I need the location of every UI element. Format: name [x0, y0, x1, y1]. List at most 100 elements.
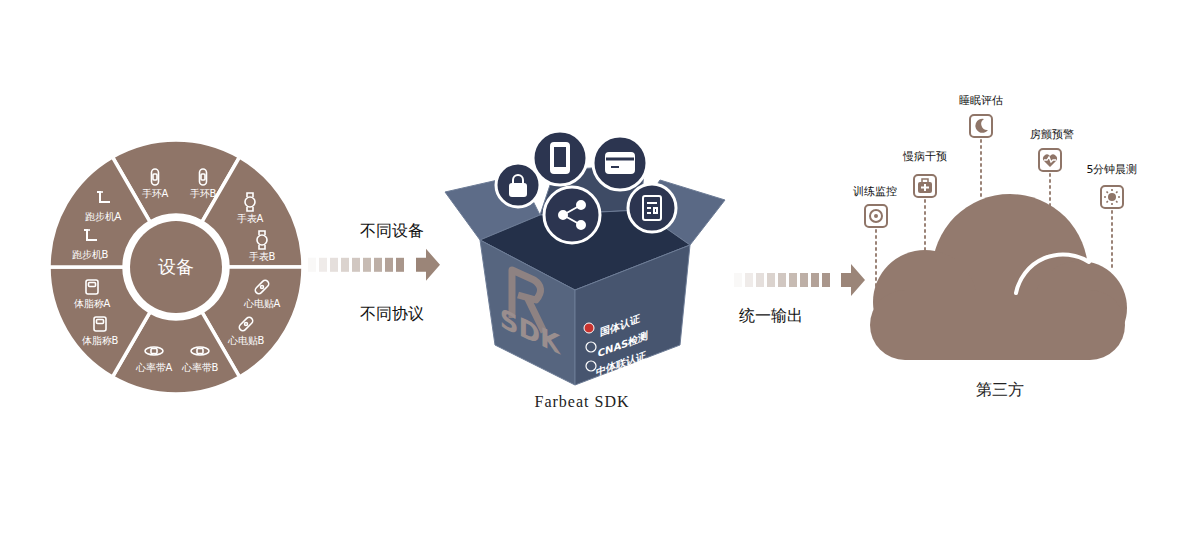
leader-line [875, 230, 877, 292]
pulse-glyph [1044, 157, 1056, 162]
arrow-dash [319, 258, 327, 272]
case-glyph [922, 179, 928, 183]
free-label: 5分钟晨测 [1087, 163, 1138, 176]
icon-glyph [606, 153, 634, 173]
scale-icon [94, 317, 106, 331]
cloud-shape [870, 194, 1127, 360]
cloud-drawing [865, 190, 1130, 405]
arrow-dash [385, 258, 393, 272]
scale-icon [86, 280, 98, 294]
cert-logo [586, 361, 596, 371]
node-text: Farbeat SDK [535, 392, 630, 411]
center-circle [130, 221, 222, 313]
arrow-dash [767, 273, 775, 287]
third-party-cloud: 第三方 [865, 190, 1130, 405]
arrow-dash [745, 273, 753, 287]
free-label: 不同协议 [360, 304, 424, 323]
center-ring [124, 215, 228, 319]
tread-icon [84, 230, 97, 240]
icon-frame [970, 115, 992, 137]
cloud-highlight [1016, 254, 1089, 293]
strap-icon [151, 349, 157, 354]
feature-icon [593, 136, 647, 190]
icon-glyph [554, 147, 566, 167]
scale-icon [89, 283, 96, 287]
icon-glyph [563, 205, 581, 225]
node-text: 跑步机A [85, 211, 122, 223]
node-text: 第三方 [976, 380, 1024, 399]
icon-glyph [647, 203, 657, 213]
feature-icon [544, 187, 600, 243]
node-text: 心电贴A [244, 298, 281, 310]
device-icons [84, 169, 270, 355]
training-glyph [874, 214, 878, 218]
icon-glyph [551, 143, 569, 173]
tread-icon [97, 192, 110, 202]
leader-line [924, 200, 926, 255]
icon-glyph [513, 175, 523, 184]
flow-arrow [734, 264, 865, 296]
icon-glyph [643, 196, 661, 220]
node-text: 手环B [190, 188, 217, 200]
watch-icon [259, 231, 265, 249]
arrow-dash [363, 258, 371, 272]
free-label: 睡眠评估 [959, 94, 1003, 107]
leader-line [980, 140, 982, 196]
icon-glyph [510, 184, 526, 196]
node-text: 手表A [237, 213, 264, 225]
node-text: 心率带B [182, 362, 219, 374]
node-text: 跑步机B [72, 249, 109, 261]
node-text: 体脂称B [82, 335, 119, 347]
feature-icon [533, 131, 587, 185]
arrow-dash [822, 273, 830, 287]
cert-logo [586, 342, 596, 352]
training-glyph [870, 210, 882, 222]
band-icon [200, 169, 207, 185]
icon-frame [1039, 149, 1061, 171]
feature-icon [496, 163, 540, 207]
arrow-dash [396, 258, 404, 272]
arrow-dash [778, 273, 786, 287]
arrow-dash [734, 273, 742, 287]
flow-arrow [308, 249, 440, 281]
arrow-dash [341, 258, 349, 272]
watch-icon [245, 197, 255, 207]
band-icon [152, 169, 159, 185]
moon-glyph [975, 119, 988, 133]
icon-frame [865, 205, 887, 227]
edge-label: 统一输出 [737, 306, 805, 325]
free-label: 训练监控 [853, 185, 897, 198]
patch-icon [245, 323, 248, 326]
free-label: 慢病干预 [903, 150, 947, 163]
node-text: 心率带A [136, 362, 173, 374]
free-label: 房颤预警 [1030, 128, 1074, 141]
sun-rays [1104, 189, 1120, 205]
node-text: 心电贴B [228, 335, 265, 347]
icon-glyph [611, 166, 619, 168]
edge-label: 不同设备 [358, 221, 426, 240]
patch-icon [261, 286, 264, 289]
arrow-dash [352, 258, 360, 272]
cert-logo [584, 323, 594, 333]
cloud-base [870, 290, 1125, 360]
tread-icon [87, 229, 90, 231]
plus-glyph [921, 184, 929, 191]
icon-frame [1101, 186, 1123, 208]
box-left-face [480, 240, 575, 385]
feature-icon [628, 184, 676, 232]
device-wheel: 设备手环A手环B手表A手表B心电贴A心电贴B心率带A心率带B体脂称A体脂称B跑步… [48, 139, 304, 395]
band-icon [153, 174, 157, 180]
sun-glyph [1108, 193, 1116, 201]
arrow-dash [800, 273, 808, 287]
arrow-dash [789, 273, 797, 287]
icon-glyph [606, 158, 634, 161]
arrow-dash [308, 258, 316, 272]
watch-icon [257, 235, 267, 245]
arrow-head [416, 249, 440, 281]
arrow-dash [756, 273, 764, 287]
icon-frame [914, 175, 936, 197]
watch-icon [247, 193, 253, 211]
strap-icon [145, 347, 163, 355]
node-text: 手环A [142, 188, 169, 200]
